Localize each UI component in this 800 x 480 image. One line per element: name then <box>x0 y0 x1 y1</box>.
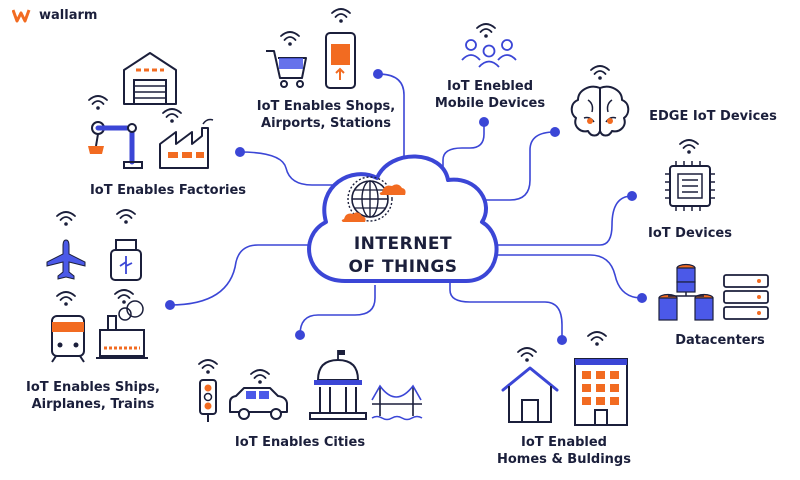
wifi-icon <box>280 31 300 47</box>
wifi-icon <box>116 209 136 225</box>
factory-icon <box>159 118 214 169</box>
connector-dots <box>165 69 647 345</box>
label-transport-line1: IoT Enables Ships, <box>26 380 160 395</box>
hub-title-line1: INTERNET <box>353 234 453 254</box>
warehouse-icon <box>123 52 177 105</box>
label-datacenters: Datacenters <box>662 332 778 349</box>
internet-cloud <box>307 154 499 283</box>
usb-icon <box>110 239 142 281</box>
brand-name: wallarm <box>39 8 98 23</box>
government-building-icon <box>309 350 367 420</box>
people-icon <box>461 23 517 68</box>
edge-icons <box>570 65 630 137</box>
label-cities: IoT Enables Cities <box>220 434 380 451</box>
hub-title-line2: OF THINGS <box>348 257 458 277</box>
label-devices-line1: IoT Devices <box>648 226 732 241</box>
wifi-icon <box>56 211 76 227</box>
building-icon <box>574 358 628 426</box>
label-shops: IoT Enables Shops, Airports, Stations <box>240 98 412 132</box>
connectors <box>169 73 643 340</box>
connector-edge <box>470 131 556 201</box>
label-homes: IoT Enabled Homes & Buldings <box>484 434 644 468</box>
wifi-icon <box>590 65 610 81</box>
connector-homes <box>449 280 563 340</box>
traffic-light-icon <box>199 379 217 422</box>
hub-title: INTERNET OF THINGS <box>322 233 484 279</box>
robot-arm-icon <box>88 121 143 169</box>
wifi-icon <box>88 95 108 111</box>
label-edge-line1: EDGE IoT Devices <box>649 109 777 124</box>
database-icon <box>658 263 714 321</box>
connector-shops <box>377 73 405 170</box>
connector-mobile <box>442 122 485 172</box>
wifi-icon <box>198 359 218 375</box>
label-shops-line2: Airports, Stations <box>261 116 391 131</box>
label-devices: IoT Devices <box>640 225 740 242</box>
small-cloud-icon <box>379 184 406 195</box>
brand-logo: wallarm <box>12 8 97 23</box>
wifi-icon <box>517 347 537 363</box>
transport-icons <box>46 209 148 363</box>
label-transport-line2: Airplanes, Trains <box>31 397 155 412</box>
connector-factories <box>239 151 335 186</box>
homes-icons <box>501 331 628 426</box>
shops-icons <box>266 8 356 89</box>
car-icon <box>229 387 288 420</box>
label-mobile: IoT Enebled Mobile Devices <box>430 78 550 112</box>
small-cloud-icon <box>341 212 366 222</box>
label-homes-line1: IoT Enabled <box>521 435 607 450</box>
wifi-icon <box>679 139 699 155</box>
connector-datacenters <box>470 254 643 299</box>
label-homes-line2: Homes & Buldings <box>497 452 631 467</box>
label-transport: IoT Enables Ships, Airplanes, Trains <box>18 379 168 413</box>
shopping-cart-icon <box>266 50 307 88</box>
wifi-icon <box>476 23 496 39</box>
factory-icons <box>88 52 214 169</box>
wifi-icon <box>162 108 182 124</box>
label-datacenters-line1: Datacenters <box>675 333 765 348</box>
label-mobile-line1: IoT Enebled <box>447 79 533 94</box>
connector-transport <box>169 244 322 306</box>
label-mobile-line2: Mobile Devices <box>434 96 546 111</box>
label-shops-line1: IoT Enables Shops, <box>256 99 396 114</box>
chip-icon <box>665 161 715 211</box>
server-icon <box>723 274 769 320</box>
globe-icon <box>347 176 393 222</box>
wallarm-logo-icon <box>12 8 31 22</box>
label-factories-line1: IoT Enables Factories <box>89 183 247 198</box>
label-edge: EDGE IoT Devices <box>638 108 788 125</box>
wifi-icon <box>56 291 76 307</box>
cities-icons <box>198 350 423 422</box>
datacenter-icons <box>658 263 769 321</box>
train-icon <box>51 315 85 363</box>
iot-device-icons <box>665 139 715 211</box>
connector-devices <box>470 195 633 246</box>
wifi-icon <box>331 8 351 24</box>
bridge-icon <box>371 384 423 421</box>
smartphone-icon <box>325 32 356 89</box>
brain-icon <box>570 85 630 137</box>
wifi-icon <box>587 331 607 347</box>
label-factories: IoT Enables Factories <box>80 182 256 199</box>
airplane-icon <box>46 239 86 280</box>
wifi-icon <box>250 369 270 385</box>
ship-icon <box>96 300 148 359</box>
label-cities-line1: IoT Enables Cities <box>234 435 366 450</box>
house-icon <box>501 366 559 423</box>
connector-cities <box>299 285 376 336</box>
